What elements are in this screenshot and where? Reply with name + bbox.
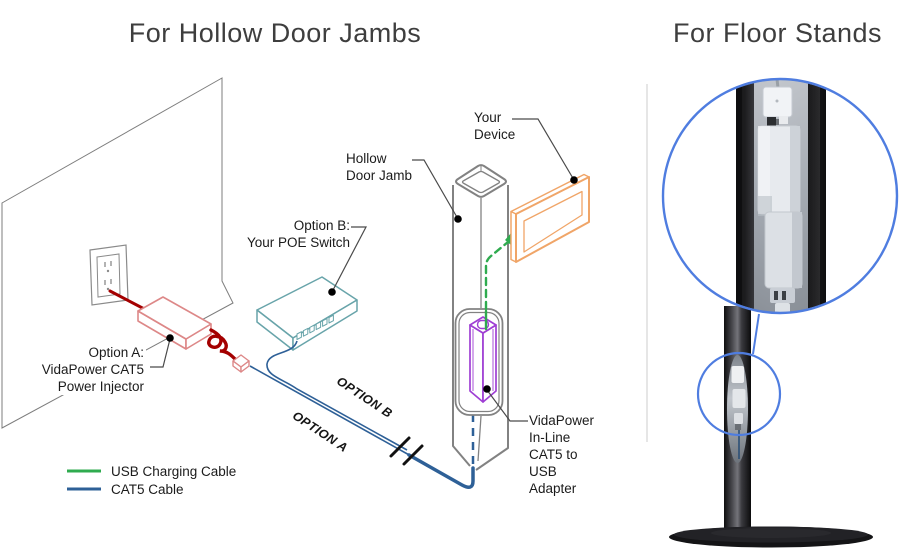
stand-base — [669, 526, 873, 548]
magnifier-circle — [661, 77, 899, 315]
power-injector — [137, 296, 212, 350]
floor-stand-pole — [724, 306, 751, 538]
leader-lines — [150, 118, 575, 422]
leader-poe-switch — [331, 226, 367, 293]
label-power-injector: Option A: VidaPower CAT5 Power Injector — [18, 344, 146, 395]
legend-label-usb: USB Charging Cable — [111, 464, 237, 479]
label-hollow-door-jamb: Hollow Door Jamb — [346, 151, 413, 183]
leader-adapter — [486, 389, 528, 422]
inline-adapter — [469, 316, 497, 403]
leader-door-jamb — [412, 159, 459, 220]
magnified-pole — [736, 80, 826, 312]
legend-label-cat5: CAT5 Cable — [111, 482, 184, 497]
right-panel-title: For Floor Stands — [672, 18, 883, 48]
switch-ports — [296, 314, 334, 340]
leader-dots — [166, 176, 578, 393]
label-poe-switch: Option B: Your POE Switch — [246, 218, 350, 250]
cable-break-marks — [389, 436, 424, 466]
coiled-power-cable — [207, 328, 238, 362]
pole-cutaway-oval — [727, 355, 748, 463]
label-inline-adapter: VidaPower In-Line CAT5 to USB Adapter — [529, 413, 595, 496]
poe-switch — [256, 276, 358, 351]
cat5-cable-option-a — [249, 365, 412, 457]
cat5-cable-option-b — [266, 340, 408, 451]
tablet-device — [510, 173, 590, 263]
label-your-device: Your Device — [474, 110, 516, 142]
leader-injector — [150, 338, 171, 368]
small-callout-circle — [696, 351, 782, 437]
cat5-cable-main — [407, 453, 475, 489]
callout-connector-line — [752, 313, 760, 355]
leader-your-device — [512, 118, 575, 181]
left-panel-title: For Hollow Door Jambs — [128, 18, 422, 48]
magnified-adapter-stack — [757, 86, 803, 312]
cat5-coupler — [232, 354, 250, 373]
power-outlet — [89, 244, 129, 306]
